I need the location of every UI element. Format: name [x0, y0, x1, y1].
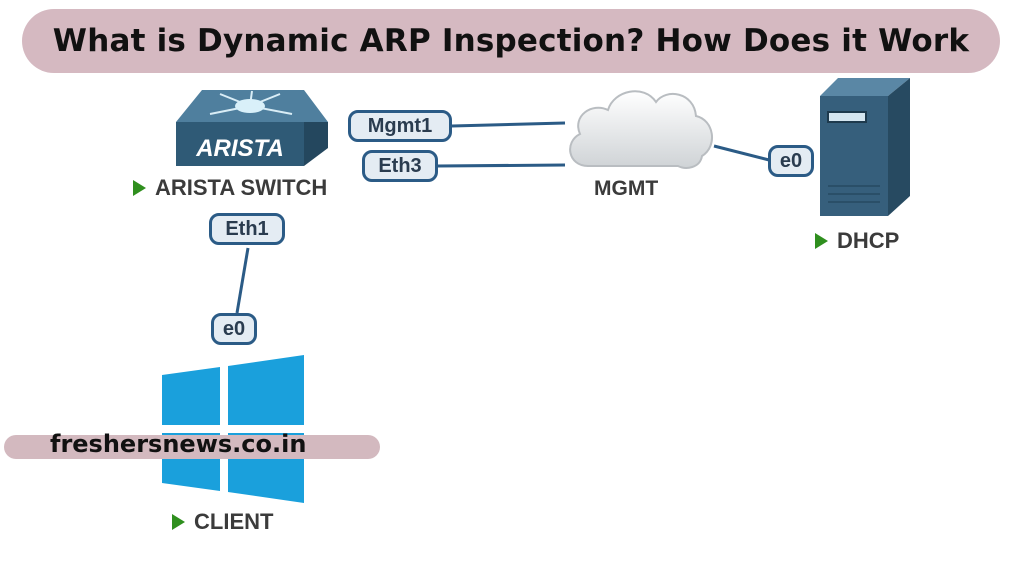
link-mgmt1-cloud[interactable] [451, 121, 566, 128]
port-mgmt1[interactable]: Mgmt1 [348, 110, 452, 142]
link-cloud-dhcp[interactable] [713, 144, 774, 163]
play-icon [815, 233, 828, 249]
dhcp-label-text: DHCP [837, 228, 900, 253]
play-icon [133, 180, 146, 196]
port-eth3[interactable]: Eth3 [362, 150, 438, 182]
client-label[interactable]: CLIENT [172, 509, 273, 535]
link-eth1-client[interactable] [235, 247, 250, 314]
client-label-text: CLIENT [194, 509, 274, 534]
server-icon[interactable] [816, 76, 914, 218]
switch-logo-text: ARISTA [195, 135, 284, 162]
title-banner: What is Dynamic ARP Inspection? How Does… [22, 9, 1000, 73]
watermark-text: freshersnews.co.in [50, 430, 307, 458]
play-icon [172, 514, 185, 530]
switch-icon[interactable]: ARISTA [170, 86, 332, 170]
switch-label-text: ARISTA SWITCH [155, 175, 328, 200]
cloud-icon[interactable] [562, 80, 718, 180]
cloud-label[interactable]: MGMT [594, 177, 659, 200]
port-eth1[interactable]: Eth1 [209, 213, 285, 245]
switch-label[interactable]: ARISTA SWITCH [133, 175, 327, 201]
page-title: What is Dynamic ARP Inspection? How Does… [52, 23, 970, 59]
link-eth3-cloud[interactable] [436, 163, 566, 168]
dhcp-label[interactable]: DHCP [815, 228, 899, 254]
windows-logo-icon[interactable] [158, 355, 306, 503]
watermark-bar [4, 435, 380, 459]
port-dhcp-e0[interactable]: e0 [768, 145, 814, 177]
port-client-e0[interactable]: e0 [211, 313, 257, 345]
